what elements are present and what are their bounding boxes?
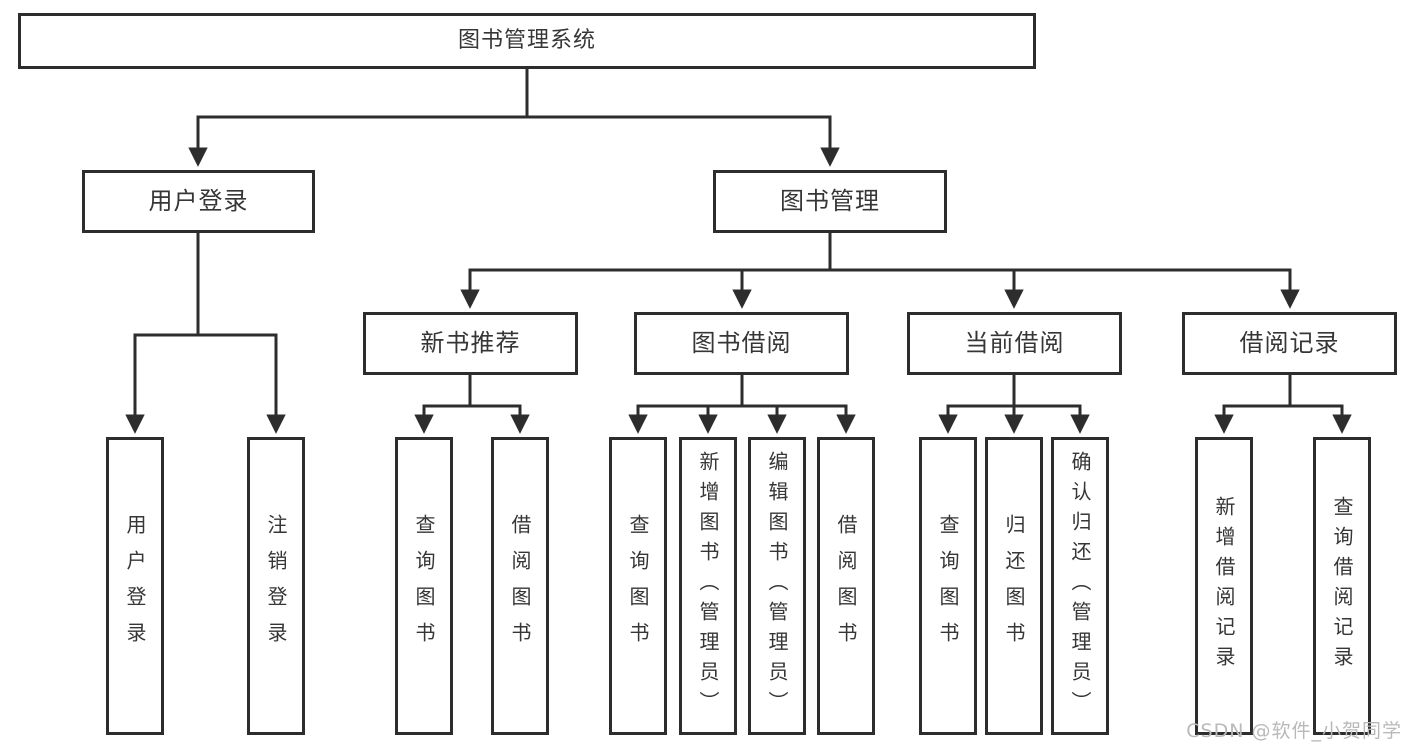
node-new-book-recommend: 新书推荐 (363, 312, 578, 375)
leaf-recommend-query-book: 查询图书 (395, 437, 453, 735)
leaf-borrow-book: 借阅图书 (817, 437, 875, 735)
leaf-add-book-admin: 新增图书（管理员） (679, 437, 737, 735)
leaf-logout: 注销登录 (247, 437, 305, 735)
leaf-return-book: 归还图书 (985, 437, 1043, 735)
leaf-current-query-book: 查询图书 (919, 437, 977, 735)
leaf-edit-book-admin: 编辑图书（管理员） (748, 437, 806, 735)
csdn-watermark: CSDN @软件_小贺同学 (1186, 720, 1402, 742)
leaf-borrow-query-book: 查询图书 (609, 437, 667, 735)
node-borrow-records: 借阅记录 (1182, 312, 1397, 375)
node-current-borrow: 当前借阅 (907, 312, 1122, 375)
leaf-add-borrow-record: 新增借阅记录 (1195, 437, 1253, 735)
leaf-recommend-borrow-book: 借阅图书 (491, 437, 549, 735)
node-root: 图书管理系统 (18, 13, 1036, 69)
leaf-query-borrow-record: 查询借阅记录 (1313, 437, 1371, 735)
node-book-management: 图书管理 (713, 170, 947, 233)
leaf-confirm-return-admin: 确认归还（管理员） (1051, 437, 1109, 735)
node-user-login: 用户登录 (82, 170, 315, 233)
node-book-borrow: 图书借阅 (634, 312, 849, 375)
leaf-user-login: 用户登录 (106, 437, 164, 735)
